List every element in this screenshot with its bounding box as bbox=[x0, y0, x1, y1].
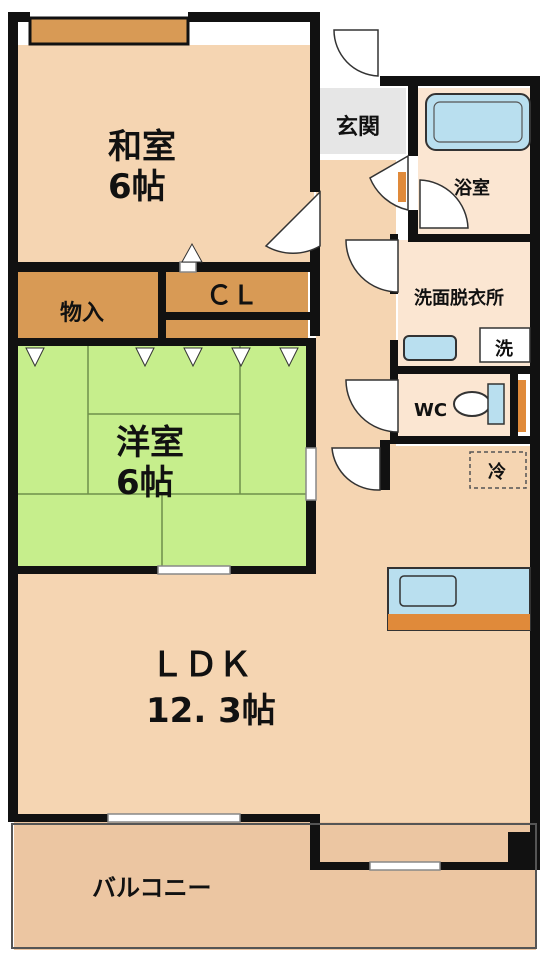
washitsu-floor bbox=[14, 45, 314, 265]
fridge-label: 冷 bbox=[488, 461, 506, 483]
closet-floor bbox=[166, 272, 308, 312]
kitchen-sink-icon bbox=[399, 575, 457, 607]
doors bbox=[264, 29, 469, 491]
bathtub-inner bbox=[433, 101, 523, 143]
ldk-size: 12. 3帖 bbox=[146, 691, 276, 731]
kitchen-counter-edge bbox=[388, 614, 530, 630]
balcony-floor bbox=[14, 822, 536, 950]
washer-box bbox=[479, 327, 531, 363]
door-triangles bbox=[25, 242, 299, 368]
washitsu-name: 和室 bbox=[108, 127, 176, 167]
closet-label: ＣＬ bbox=[206, 281, 258, 311]
youshitsu-name: 洋室 bbox=[116, 423, 184, 463]
toilet-label: WC bbox=[414, 400, 447, 421]
window-top-washitsu bbox=[28, 16, 190, 46]
ldk-name: ＬＤＫ bbox=[150, 645, 252, 685]
youshitsu-floor bbox=[14, 346, 312, 566]
closet-lower bbox=[166, 320, 308, 340]
washer-label: 洗 bbox=[495, 338, 513, 360]
bath-door-accent bbox=[398, 172, 406, 202]
fridge-space bbox=[469, 451, 527, 489]
toilet-tank-icon bbox=[487, 383, 505, 425]
walls bbox=[8, 12, 540, 870]
youshitsu-size: 6帖 bbox=[116, 463, 174, 503]
bathtub-icon bbox=[425, 93, 531, 151]
washbasin-icon bbox=[403, 335, 457, 361]
storage-label: 物入 bbox=[60, 300, 104, 326]
windows bbox=[107, 261, 441, 871]
bath-label: 浴室 bbox=[454, 177, 490, 199]
toilet-door-accent bbox=[518, 380, 526, 432]
toilet-icon bbox=[453, 391, 491, 417]
entrance-floor bbox=[320, 88, 406, 154]
storage-floor bbox=[14, 272, 160, 340]
washroom-label: 洗面脱衣所 bbox=[414, 287, 504, 309]
balcony-rail bbox=[11, 823, 537, 949]
ldk-floor bbox=[14, 446, 538, 862]
balcony-label: バルコニー bbox=[92, 874, 212, 902]
tatami-grid bbox=[14, 346, 312, 566]
washitsu-size: 6帖 bbox=[108, 167, 166, 207]
entrance-label: 玄関 bbox=[336, 114, 380, 140]
